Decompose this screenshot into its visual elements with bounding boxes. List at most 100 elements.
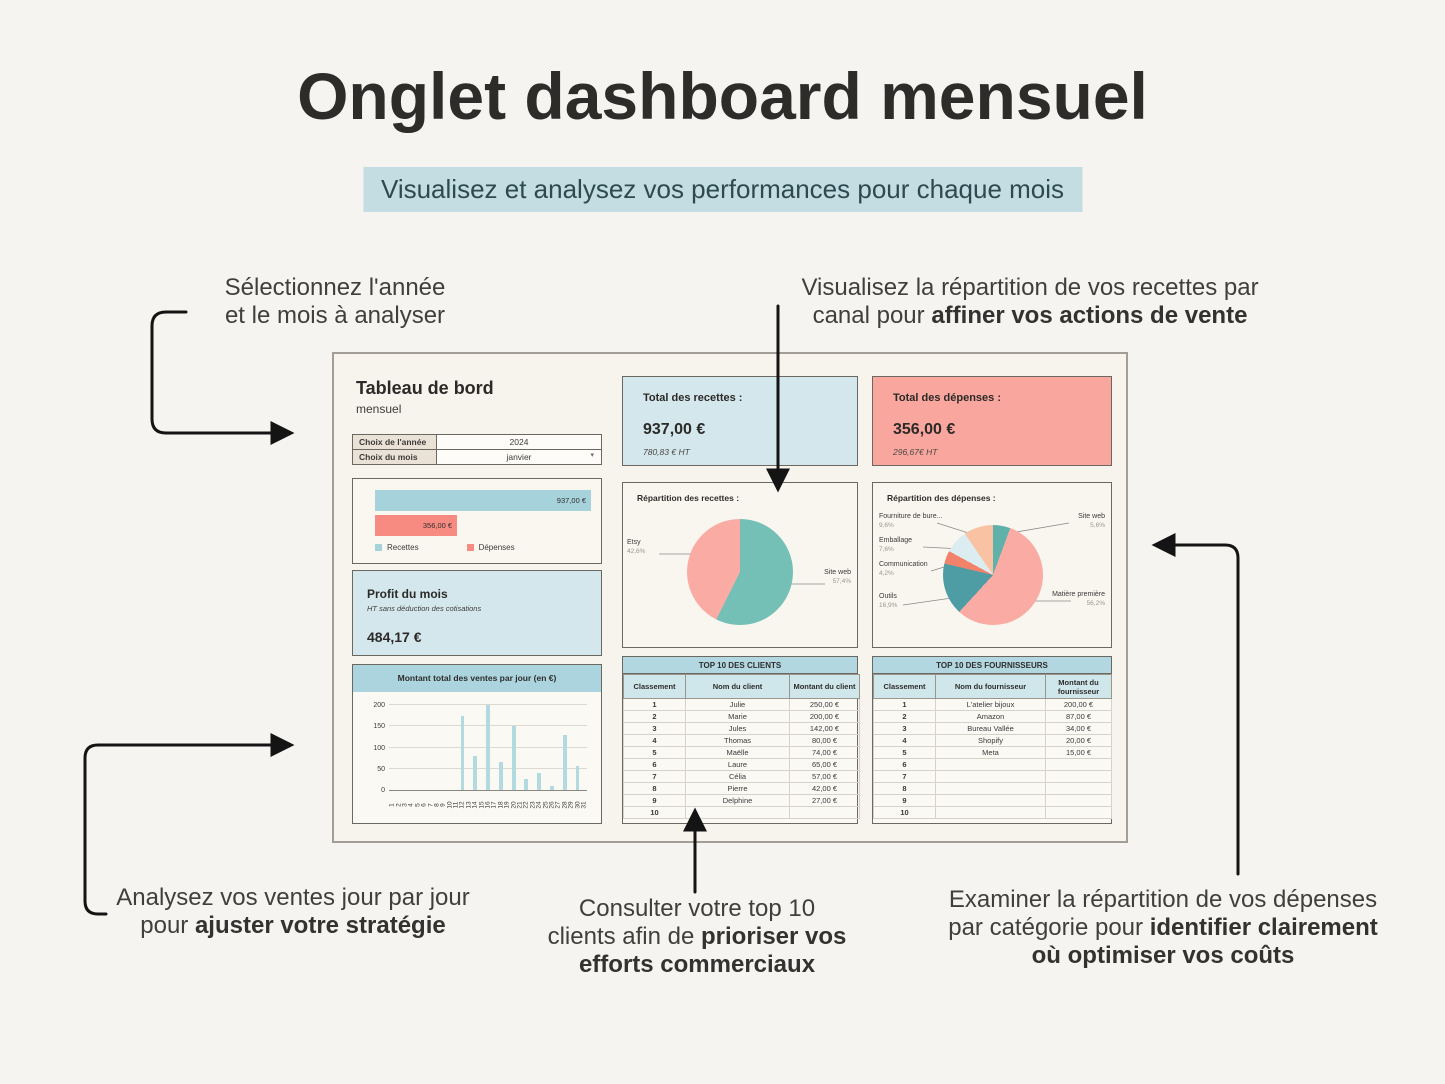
annotation-line: Examiner la répartition de vos dépenses: [948, 886, 1378, 913]
table-cell: 5: [873, 746, 936, 759]
total-depenses-label: Total des dépenses :: [893, 392, 1001, 404]
table-cell: Shopify: [935, 734, 1046, 747]
table-cell: [935, 794, 1046, 807]
total-depenses-ht: 296,67€ HT: [893, 447, 938, 457]
table-cell: [935, 782, 1046, 795]
annotation-line: Sélectionnez l'année: [224, 274, 446, 301]
table-cell: [789, 806, 860, 819]
table-cell: 1: [623, 698, 686, 711]
daily-bar: [562, 734, 567, 790]
table-cell: 250,00 €: [789, 698, 860, 711]
table-cell: 2: [873, 710, 936, 723]
column-header: Montant du fournisseur: [1045, 674, 1112, 699]
table-cell: [935, 770, 1046, 783]
y-tick-label: 150: [373, 723, 385, 731]
daily-bar: [524, 779, 529, 790]
recettes-pie: [687, 519, 793, 625]
table-cell: 3: [623, 722, 686, 735]
table-cell: [1045, 806, 1112, 819]
y-tick-label: 100: [373, 744, 385, 752]
depenses-pie-title: Répartition des dépenses :: [887, 493, 996, 503]
slice-name: Etsy: [627, 539, 641, 546]
year-selector-row: Choix de l'année 2024: [352, 434, 602, 450]
daily-bar: [498, 762, 503, 790]
column-header: Nom du fournisseur: [935, 674, 1046, 699]
slice-name: Matière première: [1052, 591, 1105, 598]
year-value-dropdown[interactable]: 2024: [436, 434, 602, 450]
daily-sales-card: Montant total des ventes par jour (en €)…: [352, 664, 602, 824]
slice-name: Communication: [879, 561, 928, 568]
table-cell: [1045, 770, 1112, 783]
daily-bar: [511, 726, 516, 790]
table-cell: Delphine: [685, 794, 790, 807]
slice-name: Site web: [1078, 513, 1105, 520]
table-cell: Thomas: [685, 734, 790, 747]
profit-value: 484,17 €: [367, 629, 422, 645]
table-cell: 200,00 €: [1045, 698, 1112, 711]
table-cell: Jules: [685, 722, 790, 735]
dashboard-title: Tableau de bord: [356, 378, 494, 398]
month-label: Choix du mois: [352, 449, 437, 465]
table-cell: 5: [623, 746, 686, 759]
table-cell: 4: [873, 734, 936, 747]
annotation-bold: affiner vos actions de vente: [931, 301, 1248, 329]
column-header: Classement: [623, 674, 686, 699]
daily-chart-title: Montant total des ventes par jour (en €): [353, 665, 601, 692]
total-depenses-card: Total des dépenses : 356,00 € 296,67€ HT: [872, 376, 1112, 466]
fournisseurs-table: Classement Nom du fournisseur Montant du…: [873, 674, 1112, 819]
depenses-pie: [943, 525, 1043, 625]
annotation-line: clients afin de: [547, 922, 701, 950]
y-tick-label: 0: [381, 787, 385, 794]
annotation-ventes: Analysez vos ventes jour par jour pour a…: [73, 884, 513, 940]
table-cell: [1045, 794, 1112, 807]
slice-name: Site web: [824, 569, 851, 576]
profit-card: Profit du mois HT sans déduction des cot…: [352, 570, 602, 656]
table-cell: [1045, 758, 1112, 771]
annotation-line: par catégorie pour: [948, 913, 1150, 941]
table-cell: [935, 758, 1046, 771]
pie-label-communication: Communication 4,2%: [879, 561, 928, 578]
table-cell: [935, 806, 1046, 819]
daily-bar: [460, 715, 465, 790]
table-cell: 65,00 €: [789, 758, 860, 771]
table-cell: 10: [873, 806, 936, 819]
month-value: janvier: [506, 452, 532, 462]
table-cell: Pierre: [685, 782, 790, 795]
dropdown-caret-icon: ▾: [590, 452, 594, 459]
table-cell: 10: [623, 806, 686, 819]
page-subtitle: Visualisez et analysez vos performances …: [362, 167, 1083, 212]
daily-bar: [550, 785, 554, 790]
pie-label-site-web: Site web 5,6%: [1078, 513, 1105, 530]
annotation-line: canal pour: [812, 301, 932, 329]
table-cell: 4: [623, 734, 686, 747]
gridline: [389, 704, 587, 705]
table-row: 7: [873, 770, 1112, 783]
table-cell: Bureau Vallée: [935, 722, 1046, 735]
table-cell: 34,00 €: [1045, 722, 1112, 735]
table-cell: 9: [873, 794, 936, 807]
pie-label-fourniture: Fourniture de bure... 9,6%: [879, 513, 942, 530]
slice-pct: 9,6%: [879, 521, 894, 529]
annotation-depenses: Examiner la répartition de vos dépenses …: [923, 886, 1403, 969]
table-cell: 87,00 €: [1045, 710, 1112, 723]
table-cell: L'atelier bijoux: [935, 698, 1046, 711]
table-cell: 74,00 €: [789, 746, 860, 759]
pie-label-etsy: Etsy 42,6%: [627, 539, 645, 556]
profit-note: HT sans déduction des cotisations: [367, 604, 482, 613]
slice-pct: 57,4%: [832, 577, 851, 585]
annotation-bold: ajuster votre stratégie: [194, 911, 446, 939]
month-value-dropdown[interactable]: janvier ▾: [436, 449, 602, 465]
table-cell: Amazon: [935, 710, 1046, 723]
y-tick-label: 200: [373, 702, 385, 709]
depenses-legend-label: Dépenses: [478, 543, 515, 552]
table-cell: 3: [873, 722, 936, 735]
table-cell: Maëlle: [685, 746, 790, 759]
slice-pct: 16,9%: [879, 601, 898, 609]
